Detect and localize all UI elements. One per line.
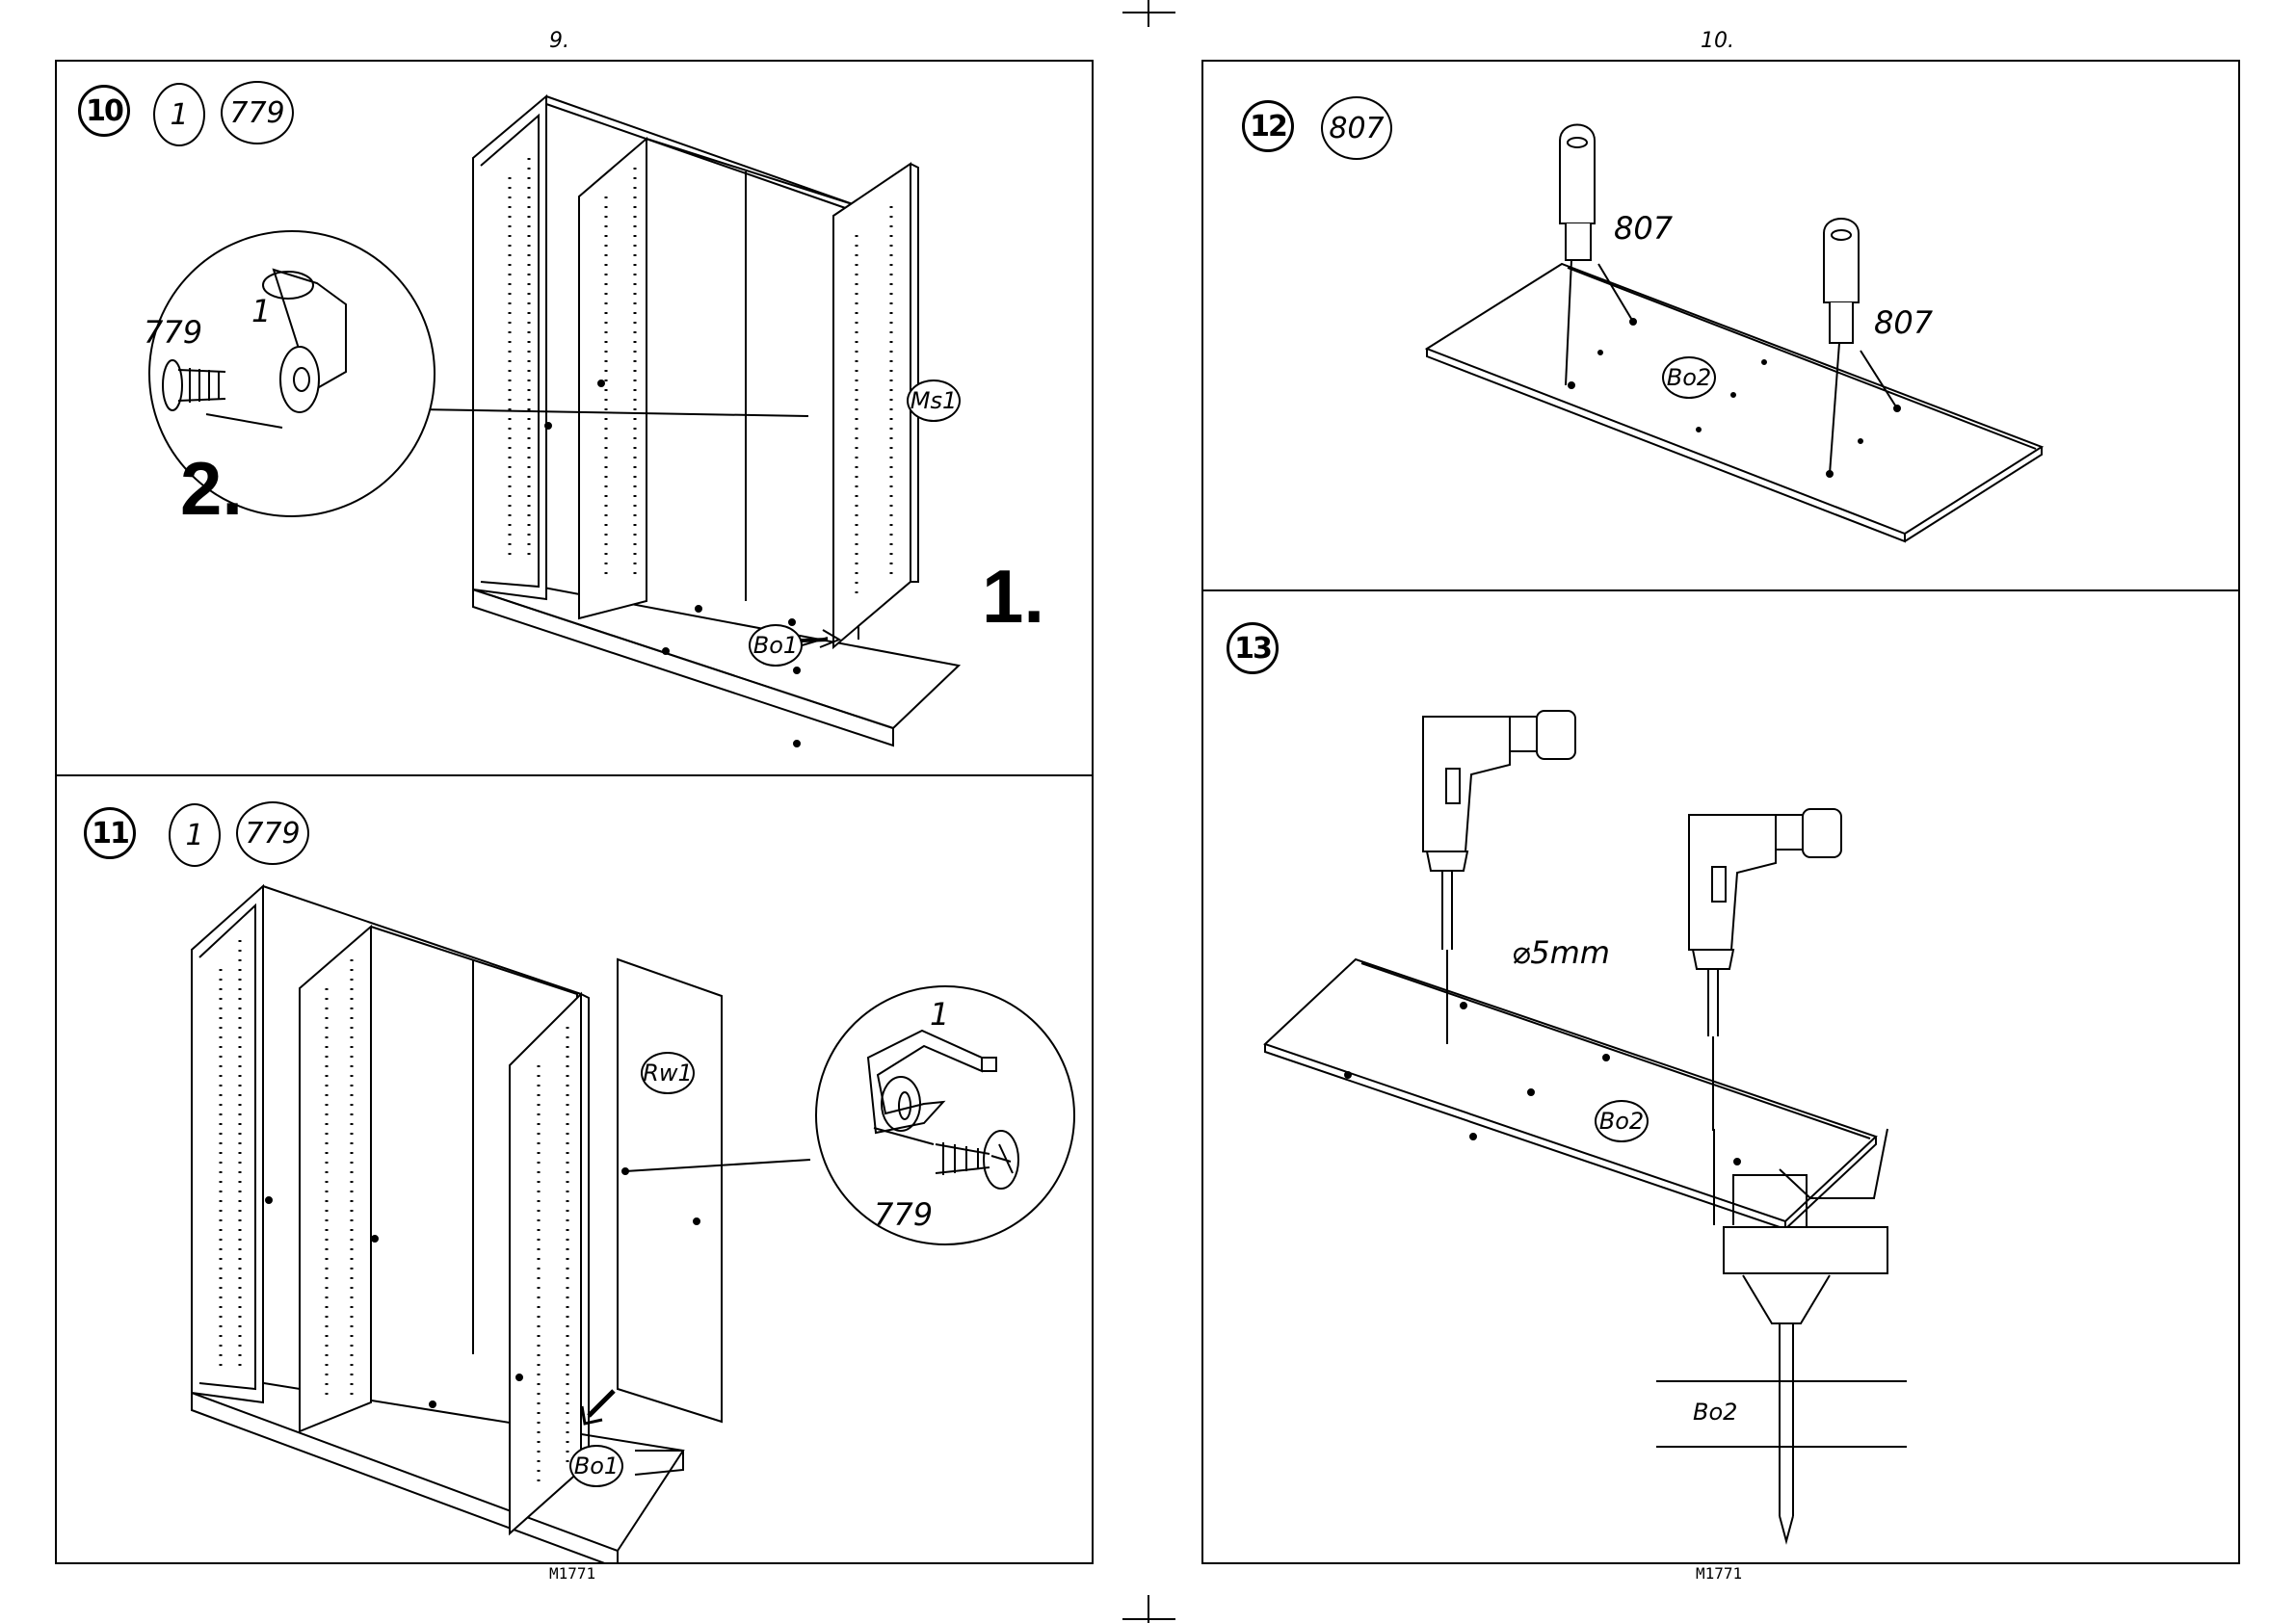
detail-label-1: 1 (930, 996, 949, 1033)
step-12-number: 12 (1242, 100, 1294, 152)
part-779-badge: 779 (221, 81, 294, 144)
page-number-left: 9. (549, 29, 569, 53)
trim-mark (1122, 1618, 1175, 1620)
step-11-panel: 11 1 779 1 779 Rw1 Bo1 (55, 774, 1094, 1564)
wardrobe-illustration (57, 776, 1094, 1564)
sub-step-1: 1. (982, 553, 1044, 641)
panel-label-bo2: Bo2 (1595, 1100, 1649, 1142)
part-807-badge: 807 (1321, 96, 1392, 160)
step-13-panel: 13 ⌀5mm Bo2 Bo2 (1201, 589, 2240, 1564)
step-13-number: 13 (1227, 622, 1279, 674)
panel-label-rw1: Rw1 (641, 1052, 695, 1094)
panel-label-bo2: Bo2 (1662, 356, 1716, 399)
part-1-badge: 1 (153, 83, 205, 146)
trim-mark (1122, 12, 1175, 13)
part-779-badge: 779 (236, 801, 309, 865)
pin-label-807: 807 (1874, 304, 1933, 341)
footer-right: M1771 (1696, 1564, 1742, 1583)
part-1-badge: 1 (169, 803, 221, 867)
step-10-panel: 10 1 779 779 1 2. 1. Ms1 Bo1 (55, 60, 1094, 776)
footer-left: M1771 (549, 1564, 595, 1583)
trim-mark (1148, 0, 1149, 27)
detail-label-779: 779 (144, 314, 202, 351)
drill-size-label: ⌀5mm (1512, 934, 1610, 971)
panel-label-ms1: Ms1 (907, 380, 961, 422)
page-number-right: 10. (1701, 29, 1734, 53)
pin-label-807: 807 (1614, 210, 1673, 247)
detail-label-1: 1 (251, 293, 271, 329)
detail-label-bo2: Bo2 (1693, 1399, 1737, 1426)
sub-step-2: 2. (180, 445, 243, 533)
panel-label-bo1: Bo1 (569, 1445, 623, 1487)
detail-label-779: 779 (874, 1196, 933, 1233)
step-10-number: 10 (78, 85, 130, 137)
step-12-panel: 12 807 807 807 Bo2 (1201, 60, 2240, 593)
panel-label-bo1: Bo1 (749, 624, 803, 667)
step-11-number: 11 (84, 807, 136, 859)
